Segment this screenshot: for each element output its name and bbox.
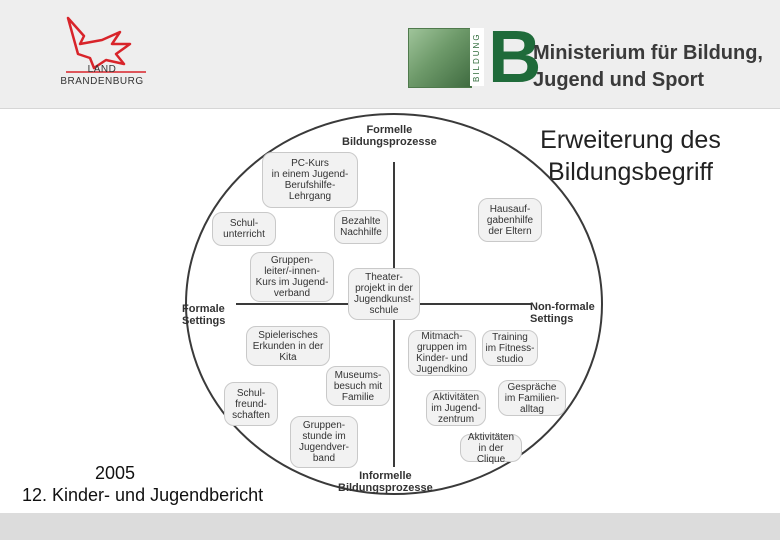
education-diagram: Formelle Bildungsprozesse Informelle Bil… <box>176 112 616 520</box>
axis-label-right: Non-formale Settings <box>530 301 595 325</box>
axis-label-top: Formelle Bildungsprozesse <box>342 124 437 148</box>
bubble-mitmachgruppen: Mitmach- gruppen im Kinder- und Jugendki… <box>408 330 476 376</box>
slide-title: Erweiterung des Bildungsbegriff <box>488 124 773 188</box>
land-logo-text: LAND BRANDENBURG <box>52 64 152 88</box>
ministry-line1: Ministerium für Bildung, <box>533 42 763 64</box>
bubble-gruppenleiter-kurs: Gruppen- leiter/-innen- Kurs im Jugend- … <box>250 252 334 302</box>
eagle-icon <box>66 16 132 70</box>
bubble-pc-kurs: PC-Kurs in einem Jugend- Berufshilfe- Le… <box>262 152 358 208</box>
bubble-schulfreundschaften: Schul- freund- schaften <box>224 382 278 426</box>
footer-band <box>0 513 780 540</box>
slide-title-line2: Bildungsbegriff <box>548 158 713 186</box>
header-bar <box>0 0 780 109</box>
brandenburg-eagle-logo <box>66 16 146 73</box>
bubble-familienalltag: Gespräche im Familien- alltag <box>498 380 566 416</box>
bildung-vertical-label: BILDUNG <box>470 28 484 86</box>
bubble-jugendzentrum: Aktivitäten im Jugend- zentrum <box>426 390 486 426</box>
bubble-spielerisches-erkunden: Spielerisches Erkunden in der Kita <box>246 326 330 366</box>
bubble-theaterprojekt: Theater- projekt in der Jugendkunst- sch… <box>348 268 420 320</box>
bubble-gruppenstunde: Gruppen- stunde im Jugendver- band <box>290 416 358 468</box>
bubble-bezahlte-nachhilfe: Bezahlte Nachhilfe <box>334 210 388 244</box>
ministry-photo <box>408 28 472 88</box>
footer-year: 2005 <box>95 463 136 483</box>
diagram-ellipse <box>185 113 603 495</box>
footer-caption: 2005 12. Kinder- und Jugendbericht <box>0 462 400 506</box>
axis-label-left: Formale Settings <box>182 303 226 327</box>
bubble-schulunterricht: Schul- unterricht <box>212 212 276 246</box>
bubble-fitnessstudio: Training im Fitness- studio <box>482 330 538 366</box>
ministry-logo-letter: B <box>488 15 542 98</box>
bubble-museumsbesuch: Museums- besuch mit Familie <box>326 366 390 406</box>
ministry-name: Ministerium für Bildung, Jugend und Spor… <box>533 40 773 94</box>
footer-report: 12. Kinder- und Jugendbericht <box>22 485 264 505</box>
bubble-clique: Aktivitäten in der Clique <box>460 432 522 465</box>
land-logo-line1: LAND <box>87 64 117 75</box>
ministry-line2: Jugend und Sport <box>533 69 705 91</box>
land-logo-line2: BRANDENBURG <box>60 76 144 87</box>
axis-label-bottom: Informelle Bildungsprozesse <box>338 470 433 494</box>
bubble-hausaufgabenhilfe: Hausauf- gabenhilfe der Eltern <box>478 198 542 242</box>
slide-title-line1: Erweiterung des <box>540 126 721 154</box>
